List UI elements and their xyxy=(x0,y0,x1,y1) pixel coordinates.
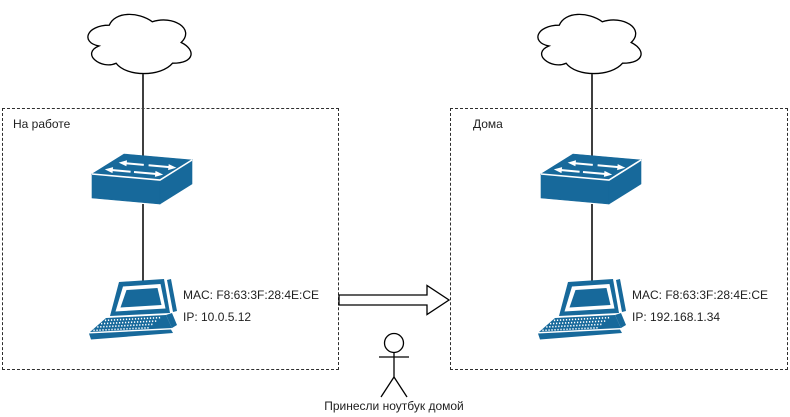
connector-switch-laptop-home xyxy=(591,204,593,282)
connector-cloud-switch-home xyxy=(591,74,593,156)
right-block-arrow-icon xyxy=(338,284,451,316)
work-laptop-ip: IP: 10.0.5.12 xyxy=(183,310,252,324)
work-zone-box xyxy=(2,108,339,370)
home-laptop-mac: MAC: F8:63:3F:28:4E:CE xyxy=(632,288,769,302)
transfer-caption: Принесли ноутбук домой xyxy=(324,399,464,413)
laptop-icon xyxy=(89,279,177,340)
cloud-icon xyxy=(537,13,642,75)
work-laptop-mac: MAC: F8:63:3F:28:4E:CE xyxy=(183,288,320,302)
network-switch-icon xyxy=(540,153,642,205)
work-zone-label: На работе xyxy=(13,117,71,131)
person-stick-figure-icon xyxy=(379,332,409,398)
cloud-icon xyxy=(87,13,192,75)
home-zone-label: Дома xyxy=(473,117,503,131)
network-switch-icon xyxy=(91,153,193,205)
laptop-icon xyxy=(538,279,626,340)
home-zone-box xyxy=(450,108,788,370)
home-laptop-ip: IP: 192.168.1.34 xyxy=(632,310,721,324)
connector-cloud-switch-work xyxy=(142,74,144,156)
connector-switch-laptop-work xyxy=(142,204,144,282)
